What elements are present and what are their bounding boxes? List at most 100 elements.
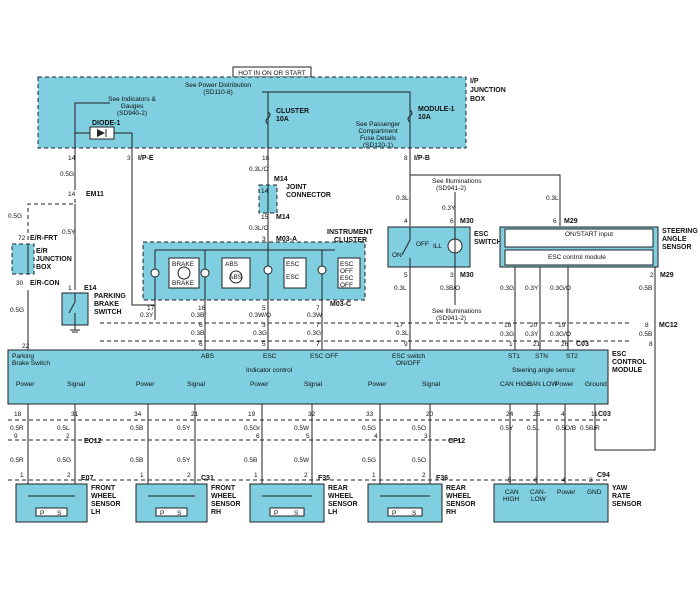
hot-label: HOT IN ON OR START <box>238 70 306 77</box>
sensor-pin1-0: 1 <box>20 472 24 479</box>
yaw-conn: C94 <box>597 472 610 479</box>
diode-label: DIODE-1 <box>92 120 121 127</box>
esc-sw-contact <box>401 227 411 256</box>
ip-jb-title-3: BOX <box>470 96 486 103</box>
wire-label-03gr: 0.3Gr <box>307 330 324 337</box>
sensor-pin2-3: 2 <box>422 472 426 479</box>
ecm-title-1: ESC <box>612 351 626 358</box>
mc12-label: MC12 <box>659 322 678 329</box>
steer-title-3: SENSOR <box>662 244 692 251</box>
c03-label-top: C03 <box>576 341 589 348</box>
brake-lamp <box>150 250 200 300</box>
er-box-2: JUNCTION <box>36 256 72 263</box>
pbs-title-1: PARKING <box>94 293 126 300</box>
sensor-title-4-3: RH <box>446 509 456 516</box>
wire-label-03lo-a: 0.3L/O <box>249 166 269 173</box>
sensor-pin2-1: 2 <box>187 472 191 479</box>
em11-pin: 14 <box>68 191 76 198</box>
wire-label-pb-2: 0.5B <box>244 457 257 464</box>
c03-q21: 21 <box>533 341 541 348</box>
wire-label-03lo-b: 0.3L/O <box>249 225 269 232</box>
c03-q1: 1 <box>509 341 513 348</box>
ecm-signal-2: Signal <box>304 381 323 388</box>
wire-label-steer-03go: 0.3G/O <box>550 285 571 292</box>
brake-icon <box>177 266 191 280</box>
m03a-label: M03-A <box>276 236 297 243</box>
sensor-p-3: P <box>392 510 396 517</box>
ecm-parking-1: Parking <box>12 353 34 360</box>
mc12-p18: 18 <box>504 322 512 329</box>
joint-m14-top: M14 <box>274 176 288 183</box>
ecm-steering-angle: Steering angle sensor <box>512 367 576 374</box>
wire-label-yaw-1: 0.5L <box>527 425 540 432</box>
esc-off-lamp-1: ESC <box>340 261 354 268</box>
wire-label-sb-0: 0.5G <box>57 457 71 464</box>
sensor-pin1-2: 1 <box>254 472 258 479</box>
esc-control-module <box>7 349 609 405</box>
wire-label-03bo: 0.3B/O <box>440 285 460 292</box>
esc-lamp <box>263 250 307 300</box>
mc12-p8: 8 <box>645 322 649 329</box>
sensor-ps-box-0 <box>35 507 68 517</box>
ecm-yaw-label-0: CAN HIGH <box>500 381 532 388</box>
wire-label-p-3: 0.5G <box>362 425 376 432</box>
cluster-title-1: INSTRUMENT <box>327 229 374 236</box>
steer-on-start-box <box>504 228 654 248</box>
cf12-p4: 4 <box>374 433 378 440</box>
steer-title-2: ANGLE <box>662 236 687 243</box>
wire-label-steer-03y-b: 0.3Y <box>525 331 539 338</box>
ecm-esc: ESC <box>263 353 277 360</box>
ecm-title-3: MODULE <box>612 367 643 374</box>
wire-label-steer-03g-b: 0.3G <box>500 331 514 338</box>
cluster-title-2: CLUSTER <box>334 237 367 244</box>
yaw-p6: 6 <box>534 477 538 484</box>
ecm-signal-0: Signal <box>67 381 86 388</box>
module-fuse <box>407 109 413 123</box>
power-dist-2: (SD110-8) <box>203 89 233 96</box>
c03-q5: 5 <box>262 341 266 348</box>
wire-label-steer-03g: 0.3G <box>500 285 514 292</box>
ercon-label: E/R-CON <box>30 280 60 287</box>
steer-esc-module: ESC control module <box>548 254 606 261</box>
joint-title-2: CONNECTOR <box>286 192 331 199</box>
wire-label-yaw-0: 0.5Y <box>500 425 514 432</box>
sensor-conn-1: C31 <box>201 475 214 482</box>
sensor-title-3-3: SENSOR <box>446 501 476 508</box>
er-box-3: BOX <box>36 264 52 271</box>
ip-jb-title-2: JUNCTION <box>470 87 506 94</box>
sensor-ps-box-1 <box>155 507 188 517</box>
see-pcfd-3: Fuse Details <box>360 135 397 142</box>
sensor-pin2-2: 2 <box>304 472 308 479</box>
e14-pin: 1 <box>68 285 72 292</box>
ecm-power-1: Power <box>136 381 155 388</box>
esc-sw-on: ON <box>392 252 402 259</box>
wire-label-03y-cluster: 0.3Y <box>140 312 154 319</box>
pbs-contact <box>68 301 76 314</box>
ecm-parking-2: Brake Switch <box>12 360 50 367</box>
mc12-p7: 7 <box>316 322 320 329</box>
mc12-p3: 3 <box>262 322 266 329</box>
joint-pin-14: 14 <box>261 188 269 195</box>
e14-label: E14 <box>84 285 97 292</box>
sensor-title-1-1: FRONT <box>211 485 236 492</box>
wire-label-s-1: 0.5Y <box>177 425 191 432</box>
power-dist-1: See Power Distribution <box>185 82 251 89</box>
yaw-rate-sensor <box>493 483 609 523</box>
ecm-title-2: CONTROL <box>612 359 647 366</box>
ec12-p9: 9 <box>14 433 18 440</box>
cf12-p3: 3 <box>424 433 428 440</box>
esc-sw-pin-5: 5 <box>404 272 408 279</box>
ecm-esc-switch-2: ON/OFF <box>396 360 421 367</box>
yaw-power: Power <box>557 489 576 496</box>
mc12-p17: 17 <box>396 322 404 329</box>
sensor-title-1-2: REAR <box>328 485 348 492</box>
c03-q7: 7 <box>316 341 320 348</box>
wire-label-pb-1: 0.5B <box>130 457 143 464</box>
sensor-title-4-0: LH <box>91 509 100 516</box>
ecm-st2: ST2 <box>566 353 578 360</box>
wire-03l-steering <box>410 174 561 226</box>
wire-label-steer-03y: 0.3Y <box>525 285 539 292</box>
wire-label-s-2: 0.5W <box>294 425 310 432</box>
yaw-p5: 5 <box>508 477 512 484</box>
see-pcfd-2: Compartment <box>358 128 398 135</box>
